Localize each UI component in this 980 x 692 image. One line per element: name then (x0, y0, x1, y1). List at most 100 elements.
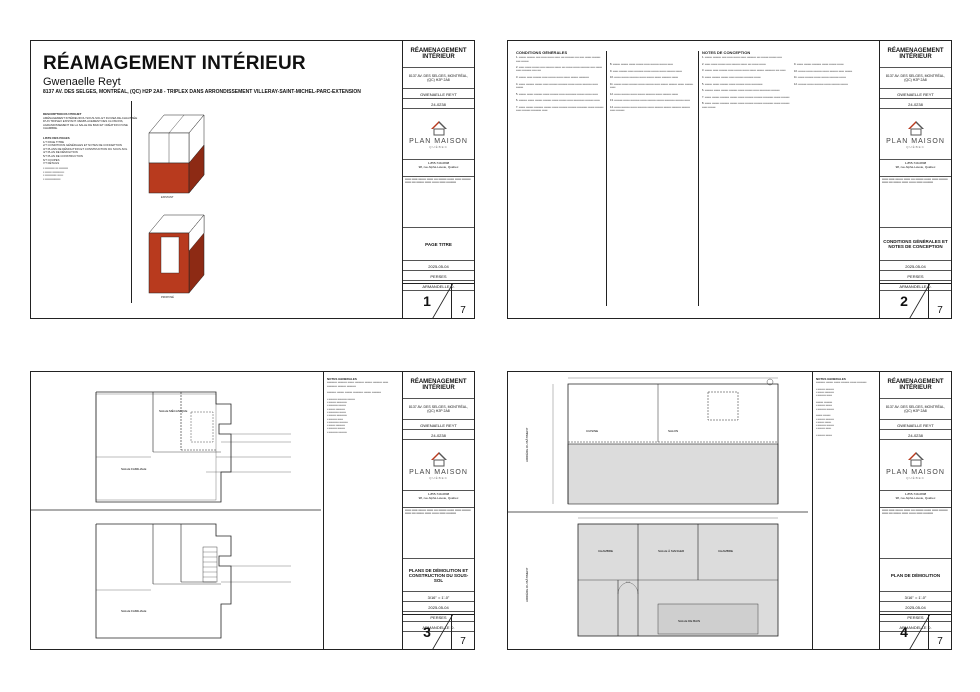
brand-address: 98, rue Alphé-Lavoie, Québec (418, 165, 459, 169)
brand-address: 98, rue Alphé-Lavoie, Québec (895, 496, 936, 500)
page-list-item: 2/7 CONDITIONS GÉNÉRALES ET NOTES DE CON… (43, 143, 122, 148)
sheet-4-notes: NOTES GÉNÉRALES ▪▪▪▪▪▪▪▪▪▪ ▪▪▪▪▪▪▪▪ ▪▪▪▪… (816, 378, 876, 638)
notes-heading: NOTES GÉNÉRALES (816, 378, 846, 381)
construction-plan (577, 517, 779, 637)
room-label: SALLE FAMILIALE (121, 609, 146, 613)
construction-plan (95, 523, 291, 639)
page-list-item: 6/7 COUPES (43, 157, 60, 162)
side-label: ARRIÈRE DU BÂTIMENT (524, 567, 529, 602)
tb-file-number: 24-0238 (880, 430, 951, 440)
page-list-item: 4/7 PLAN DE DÉMOLITION (43, 150, 78, 155)
room-label: CHAMBRE (718, 549, 733, 553)
tb-project-title: RÉAMENAGEMENT INTÉRIEUR (403, 41, 474, 68)
description-text: AMÉNAGEMENT INTÉRIEUR DU SOUS-SOL ET DU … (43, 115, 138, 131)
existing-volume (148, 114, 205, 194)
sheet-4: ARRIÈRE DU BÂTIMENT ARRIÈRE DU BÂTIMENT (507, 371, 952, 650)
tb-notes: ▪▪▪▪▪▪ ▪▪▪▪▪▪ ▪▪▪▪▪▪▪▪ ▪▪▪▪▪▪ ▪▪▪▪ ▪▪▪▪▪… (403, 508, 474, 559)
tb-notes: ▪▪▪▪▪▪ ▪▪▪▪▪▪ ▪▪▪▪▪▪▪▪ ▪▪▪▪▪▪ ▪▪▪▪ ▪▪▪▪▪… (403, 177, 474, 228)
tb-client: GWENAELLE REYT (403, 89, 474, 99)
demolition-plan (552, 377, 779, 505)
tb-project-title: RÉAMENAGEMENT INTÉRIEUR (403, 372, 474, 399)
divider (606, 51, 607, 306)
brand-phone: 1-855-749-0808 (427, 161, 450, 165)
tb-sheet-title: PLAN DE DÉMOLITION (880, 559, 951, 592)
general-remarks: ▪ ▪▪▪▪▪▪▪▪▪▪ ▪▪▪ ▪▪▪▪▪▪▪▪▪▪ ▪▪▪▪▪▪▪ ▪▪▪▪… (43, 166, 69, 181)
brand-logo: PLAN MAISON QUÉBEC (880, 440, 951, 491)
brand-name: PLAN MAISON (409, 137, 468, 145)
page-list-heading: LISTE DES PAGES (43, 136, 70, 140)
sheet-total: 7 (929, 615, 951, 649)
sheet-3-notes: NOTES GÉNÉRALES ▪▪▪▪▪▪▪▪▪▪▪ ▪▪▪▪▪▪▪▪▪▪ ▪… (327, 378, 399, 638)
brand-logo: PLAN MAISON QUÉBEC (403, 109, 474, 160)
tb-client: GWENAELLE REYT (403, 420, 474, 430)
tb-sheet-title: CONDITIONS GÉNÉRALES ET NOTES DE CONCEPT… (880, 228, 951, 261)
tb-file-number: 24-0238 (880, 99, 951, 109)
tb-project-title: RÉAMENAGEMENT INTÉRIEUR (880, 41, 951, 68)
brand-logo: PLAN MAISON QUÉBEC (403, 440, 474, 491)
tb-drawn-by: PERSES (880, 612, 951, 622)
page-list: LISTE DES PAGES 1/7 PAGE TITRE 2/7 CONDI… (43, 136, 143, 166)
design-notes-col-1: NOTES DE CONCEPTION 1. ▪▪▪▪▪▪▪▪ ▪▪▪▪▪▪▪▪… (702, 51, 792, 109)
title-block: RÉAMENAGEMENT INTÉRIEUR 8137 AV. DES SEL… (879, 372, 951, 649)
tb-notes: ▪▪▪▪▪▪ ▪▪▪▪▪▪ ▪▪▪▪▪▪▪▪ ▪▪▪▪▪▪ ▪▪▪▪ ▪▪▪▪▪… (880, 508, 951, 559)
brand-phone: 1-855-749-0808 (427, 492, 450, 496)
brand-contact: 1-855-749-0808 98, rue Alphé-Lavoie, Qué… (403, 160, 474, 177)
volumes-illustration (148, 114, 205, 294)
divider (698, 51, 699, 306)
tb-checked-by: ARMANDELLE D. (403, 281, 474, 291)
tb-drawn-by: PERSES (403, 612, 474, 622)
demolition-plan (95, 391, 291, 503)
tb-checked-by: ARMANDELLE D. (880, 622, 951, 632)
tb-drawn-by: PERSES (403, 271, 474, 281)
house-logo-icon (430, 120, 447, 135)
brand-address: 98, rue Alphé-Lavoie, Québec (418, 496, 459, 500)
sheet-3: SALLE FAMILIALE SALLE MÉCANIQUE SALLE FA… (30, 371, 475, 650)
brand-contact: 1-855-749-0808 98, rue Alphé-Lavoie, Qué… (403, 491, 474, 508)
basement-plans: SALLE FAMILIALE SALLE MÉCANIQUE SALLE FA… (31, 391, 321, 639)
page-list-item: 1/7 PAGE TITRE (43, 139, 65, 144)
tb-client: GWENAELLE REYT (880, 420, 951, 430)
brand-logo: PLAN MAISON QUÉBEC (880, 109, 951, 160)
tb-checked-by: ARMANDELLE D. (880, 281, 951, 291)
proposed-label: PROPOSÉ (161, 296, 174, 299)
tb-drawn-by: PERSES (880, 271, 951, 281)
sheet-number: 4 7 (880, 614, 951, 649)
sheet-total: 7 (929, 284, 951, 318)
tb-date: 2025-05-04 (880, 602, 951, 612)
project-address: 8137 AV. DES SELGES, MONTRÉAL, (QC) H2P … (43, 89, 361, 95)
page-list-item: 3/7 PLANS DE DÉMOLITION ET CONSTRUCTION … (43, 146, 128, 151)
ground-floor-plans: ARRIÈRE DU BÂTIMENT ARRIÈRE DU BÂTIMENT (508, 377, 808, 637)
brand-contact: 1-855-749-0808 98, rue Alphé-Lavoie, Qué… (880, 160, 951, 177)
brand-name: PLAN MAISON (409, 468, 468, 476)
description-heading: DESCRIPTION DU PROJET (43, 112, 82, 116)
room-label: CUISINE (586, 429, 598, 433)
design-notes-col-2: 9. ▪▪▪▪▪▪▪ ▪▪▪▪▪▪▪▪ ▪▪▪▪▪▪▪▪▪▪ ▪▪▪▪▪▪▪ ▪… (794, 63, 853, 86)
tb-sheet-title: PAGE TITRE (403, 228, 474, 261)
brand-contact: 1-855-749-0808 98, rue Alphé-Lavoie, Qué… (880, 491, 951, 508)
divider (812, 372, 813, 649)
room-label: CHAMBRE (598, 549, 613, 553)
tb-client: GWENAELLE REYT (880, 89, 951, 99)
project-description: DESCRIPTION DU PROJET AMÉNAGEMENT INTÉRI… (43, 112, 143, 131)
sheet-number: 3 7 (403, 614, 474, 649)
existing-label: EXISTANT (161, 196, 174, 199)
tb-scale: 3/16" = 1'-0" (403, 592, 474, 602)
tb-scale: 3/16" = 1'-0" (880, 592, 951, 602)
house-logo-icon (907, 451, 924, 466)
sheet-1: RÉAMAGEMENT INTÉRIEUR Gwenaelle Reyt 813… (30, 40, 475, 319)
design-notes-heading: NOTES DE CONCEPTION (702, 51, 751, 55)
general-conditions-col-1: CONDITIONS GÉNÉRALES 1. ▪▪▪▪▪▪▪▪ ▪▪▪▪▪▪▪… (516, 51, 604, 113)
sheet-total: 7 (452, 284, 474, 318)
house-logo-icon (430, 451, 447, 466)
tb-address: 8137 AV. DES SELGES, MONTRÉAL, (QC) H2P … (880, 68, 951, 89)
proposed-volume (148, 214, 205, 294)
page-list-item: 7/7 DÉTAILS (43, 161, 60, 166)
brand-sub: QUÉBEC (429, 144, 448, 149)
tb-address: 8137 AV. DES SELGES, MONTRÉAL, (QC) H2P … (403, 399, 474, 420)
sheet-number: 1 7 (403, 283, 474, 318)
sheet-2: CONDITIONS GÉNÉRALES 1. ▪▪▪▪▪▪▪▪ ▪▪▪▪▪▪▪… (507, 40, 952, 319)
client-name: Gwenaelle Reyt (43, 76, 121, 88)
tb-address: 8137 AV. DES SELGES, MONTRÉAL, (QC) H2P … (403, 68, 474, 89)
title-block: RÉAMENAGEMENT INTÉRIEUR 8137 AV. DES SEL… (402, 372, 474, 649)
brand-sub: QUÉBEC (906, 144, 925, 149)
